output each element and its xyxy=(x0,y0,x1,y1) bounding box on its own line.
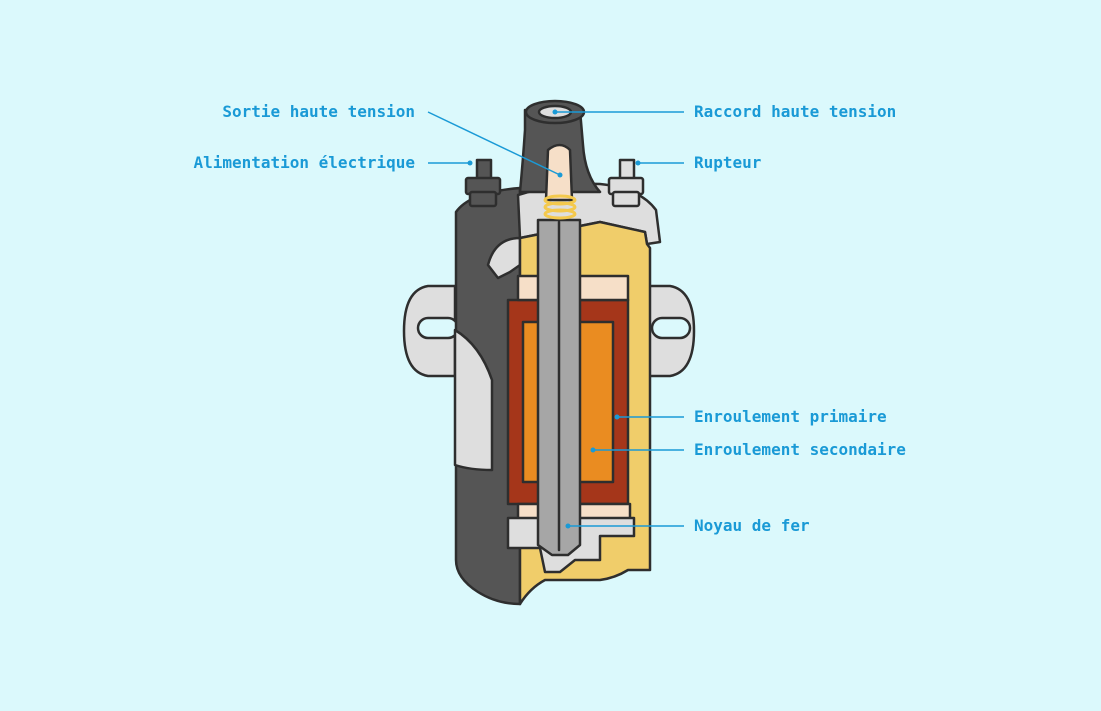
label-noyau-de-fer: Noyau de fer xyxy=(694,516,810,535)
label-enroulement-primaire: Enroulement primaire xyxy=(694,407,887,426)
leader-lines xyxy=(427,111,684,527)
spring xyxy=(543,194,577,220)
lower-shell xyxy=(453,328,494,472)
label-raccord-haute-tension: Raccord haute tension xyxy=(694,102,896,121)
bolt-right xyxy=(607,158,645,208)
label-alimentation-electrique: Alimentation électrique xyxy=(193,153,415,172)
inner-casing xyxy=(486,236,522,280)
label-enroulement-secondaire: Enroulement secondaire xyxy=(694,440,906,459)
label-rupteur: Rupteur xyxy=(694,153,761,172)
leader-dots xyxy=(467,109,641,529)
mounting-bracket xyxy=(402,284,696,378)
bolt-left xyxy=(464,158,502,208)
label-sortie-haute-tension: Sortie haute tension xyxy=(222,102,415,121)
central-terminal xyxy=(544,143,574,202)
